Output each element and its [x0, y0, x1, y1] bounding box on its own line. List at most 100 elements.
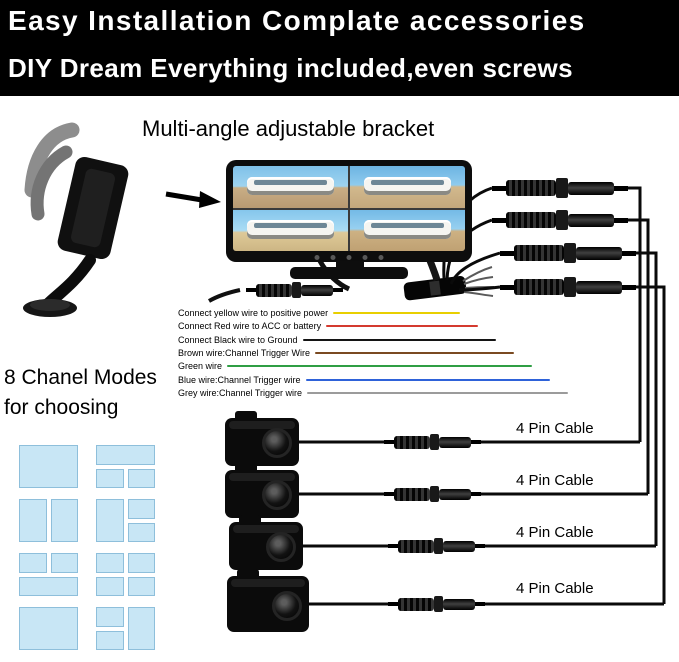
power-harness-connector — [246, 279, 343, 301]
mode-cell — [94, 497, 126, 544]
connector-nut — [434, 596, 443, 612]
channel-mode-thumbnail — [17, 443, 80, 490]
cable-stub — [500, 250, 514, 256]
pin-cable-label: 4 Pin Cable — [516, 524, 594, 541]
mode-cell — [125, 497, 157, 521]
cable-stub — [471, 440, 481, 444]
rear-camera-3 — [229, 515, 303, 570]
monitor-stand — [290, 267, 408, 279]
cable-stub — [333, 288, 343, 292]
mode-cell — [125, 466, 157, 490]
mode-cell — [125, 520, 157, 544]
cable-stub — [471, 492, 481, 496]
connector-nut — [434, 538, 443, 554]
camera-mount — [235, 463, 257, 472]
connector-male — [394, 487, 430, 501]
rear-camera-4 — [227, 569, 309, 632]
rear-camera-2 — [225, 463, 299, 518]
connector-nut — [564, 243, 576, 263]
rv-graphic — [363, 220, 452, 239]
channel-modes-title: 8 Chanel Modes — [4, 366, 157, 389]
channel-mode-thumbnail — [94, 551, 157, 598]
power-cable-tail — [208, 288, 241, 303]
mode-cell — [94, 605, 126, 629]
connector-female — [443, 540, 475, 552]
cable-connector-2 — [384, 483, 481, 505]
connector-male — [256, 283, 292, 297]
wire-line — [315, 351, 514, 355]
wire-label: Brown wire:Channel Trigger Wire — [178, 348, 311, 358]
connector-nut — [430, 486, 439, 502]
wire-line — [305, 378, 550, 382]
wire-line — [227, 364, 532, 368]
connector-male — [398, 597, 434, 611]
connector-pair-4 — [500, 276, 636, 298]
camera-sunshade — [231, 579, 305, 587]
connector-female — [568, 181, 614, 195]
connector-male — [514, 279, 564, 295]
connector-nut — [556, 178, 568, 198]
pin-cable-label: 4 Pin Cable — [516, 472, 594, 489]
connector-female — [576, 246, 622, 260]
camera-feed-2 — [350, 166, 465, 208]
connector-pair-2 — [492, 209, 628, 231]
channel-modes-subtitle: for choosing — [4, 396, 119, 419]
monitor-stand-neck — [336, 261, 364, 269]
rv-graphic — [246, 176, 335, 196]
wire-row: Blue wire:Channel Trigger wire — [178, 374, 550, 386]
cable-stub — [492, 185, 506, 191]
rv-graphic — [363, 176, 452, 196]
arrow-icon — [165, 191, 221, 208]
mode-cell — [17, 497, 49, 544]
wire-row: Grey wire:Channel Trigger wire — [178, 387, 568, 399]
mode-cell — [94, 466, 126, 490]
camera-feed-1 — [233, 166, 348, 208]
cable-stub — [475, 544, 485, 548]
camera-sunshade — [229, 421, 295, 429]
mode-cell — [48, 497, 80, 544]
bracket-image — [23, 122, 129, 317]
connector-female — [576, 280, 622, 294]
wire-row: Green wire — [178, 360, 532, 372]
cable-stub — [388, 602, 398, 606]
connector-male — [514, 245, 564, 261]
mode-cell — [125, 605, 157, 652]
connector-pair-1 — [492, 177, 628, 199]
banner-title: Easy Installation Complate accessories — [8, 5, 586, 36]
pin-cable-label: 4 Pin Cable — [516, 580, 594, 597]
cable-stub — [384, 440, 394, 444]
wire-label: Grey wire:Channel Trigger wire — [178, 388, 303, 398]
wire-line — [326, 324, 478, 328]
connector-male — [506, 212, 556, 228]
rv-graphic — [246, 220, 335, 239]
monitor-screen — [233, 166, 465, 251]
camera-lens-icon — [262, 480, 292, 511]
cable-stub — [475, 602, 485, 606]
wire-label: Connect Red wire to ACC or battery — [178, 321, 322, 331]
harness-fan-wires — [462, 266, 495, 297]
connector-nut — [292, 282, 301, 298]
cable-stub — [492, 217, 506, 223]
wire-line — [333, 311, 460, 315]
harness-connector — [403, 275, 467, 301]
camera-sunshade — [233, 525, 299, 533]
wire-label: Connect yellow wire to positive power — [178, 308, 329, 318]
channel-mode-thumbnail — [94, 443, 157, 490]
wire-row: Connect yellow wire to positive power — [178, 307, 460, 319]
connector-female — [568, 213, 614, 227]
cable-stub — [614, 217, 628, 223]
monitor — [226, 160, 472, 262]
cable-connector-1 — [384, 431, 481, 453]
channel-mode-thumbnail — [94, 605, 157, 652]
mode-cell — [17, 574, 80, 598]
cable-stub — [388, 544, 398, 548]
bracket-caption: Multi-angle adjustable bracket — [142, 116, 435, 141]
monitor-buttons — [314, 255, 384, 260]
mode-cell — [48, 551, 80, 575]
mode-cell — [17, 605, 80, 652]
camera-feed-4 — [350, 209, 465, 251]
connector-male — [394, 435, 430, 449]
camera-mount — [237, 569, 259, 578]
cable-stub — [622, 284, 636, 290]
